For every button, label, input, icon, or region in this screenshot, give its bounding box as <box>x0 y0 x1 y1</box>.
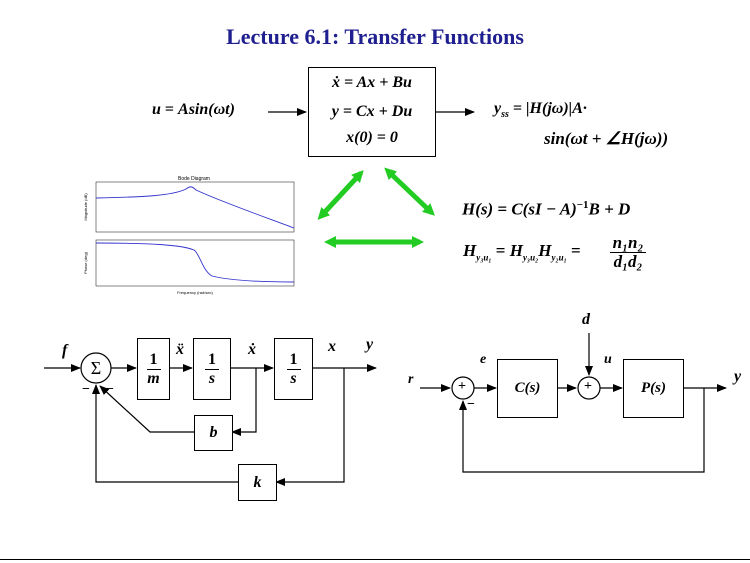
cascade-lhs: H <box>463 241 477 260</box>
spring-label: k <box>253 473 262 491</box>
input-signal-lhs: u <box>152 101 161 118</box>
output-signal-lhs: y <box>494 100 502 117</box>
sum-minus-2: − <box>106 382 114 397</box>
controller-label: C(s) <box>514 380 541 396</box>
integrator-2-num: 1 <box>286 351 301 370</box>
force-label: f <box>62 342 68 359</box>
x-label: x <box>328 338 336 355</box>
disturbance-plus-sign: + <box>584 379 592 394</box>
cascade-denominator: d₁d₂ <box>613 251 643 271</box>
spring-feedback-in <box>275 368 345 486</box>
state-eq-2: y = Cx + Du <box>331 103 413 120</box>
sigma-symbol: Σ <box>90 357 102 378</box>
green-arrow-right <box>384 167 435 216</box>
tf-line1-end: B + D <box>588 199 631 219</box>
input-signal-eq: = <box>160 101 179 118</box>
inverse-mass-den: m <box>147 369 160 387</box>
bode-phase-curve <box>95 242 295 283</box>
damper-block: b <box>194 415 233 451</box>
cascade-mid1: H <box>509 241 523 260</box>
integrator-block-2: 1 s <box>274 338 313 400</box>
bode-diagram: Bode Diagram Magnitude (dB) Phase (deg) … <box>82 172 302 298</box>
output-signal-sub: ss <box>501 109 509 121</box>
state-eq-1: ẋ = Ax + Bu <box>332 74 412 91</box>
tf-inverse-sup: −1 <box>576 199 589 211</box>
bode-mag-ylabel: Magnitude (dB) <box>83 193 88 221</box>
cascade-formula: Hy₃u₁ = Hy₃u₂Hy₂u₁ = <box>463 241 581 263</box>
cascade-numerator: n₁n₂ <box>609 233 647 253</box>
inverse-mass-block: 1 m <box>137 338 170 400</box>
output-signal-rhs: = |H(jω)|A· <box>508 100 587 117</box>
slide-title: Lecture 6.1: Transfer Functions <box>226 24 524 49</box>
bode-phase-frame <box>95 239 295 287</box>
error-plus-sign: + <box>458 379 466 394</box>
damper-label: b <box>209 424 218 441</box>
damper-feedback-out <box>99 385 194 433</box>
bode-title: Bode Diagram <box>178 176 210 182</box>
transfer-function-formula: H(s) = C(sI − A)−1B + D <box>462 199 630 220</box>
output-signal-line1: yss = |H(jω)|A· <box>494 100 587 120</box>
cascade-fraction: n₁n₂ d₁d₂ <box>606 232 650 272</box>
xddot-label: ẍ <box>176 341 184 358</box>
unity-feedback-path <box>459 388 705 473</box>
plant-label: P(s) <box>641 380 666 396</box>
slide-bottom-rule <box>0 559 750 560</box>
damper-feedback-in <box>231 368 257 436</box>
input-signal-rhs: Asin(ωt) <box>178 101 235 118</box>
xdot-label: ẋ <box>248 341 256 358</box>
control-label: u <box>604 352 612 367</box>
bode-plot: Bode Diagram Magnitude (dB) Phase (deg) … <box>83 176 295 295</box>
bode-magnitude-curve <box>95 186 295 229</box>
input-signal: u = Asin(ωt) <box>152 101 235 119</box>
green-arrow-left <box>317 170 364 220</box>
disturbance-label: d <box>582 311 590 328</box>
tf-line1: H(s) = C(sI − A) <box>462 199 577 219</box>
bode-phase-ylabel: Phase (deg) <box>83 251 88 273</box>
spring-block: k <box>238 464 277 501</box>
integrator-2-den: s <box>290 369 297 387</box>
error-label: e <box>480 352 487 367</box>
output-signal-line2: sin(ωt + ∠H(jω)) <box>544 129 669 148</box>
cascade-mid1-sub: y₃u₂ <box>522 252 539 263</box>
cascade-mid2: H <box>538 241 552 260</box>
bode-xlabel: Frequency (rad/sec) <box>177 290 213 295</box>
cascade-mid2-sub: y₂u₁ <box>551 252 567 263</box>
state-space-block: ẋ = Ax + Bu y = Cx + Du x(0) = 0 <box>308 67 436 157</box>
controller-block: C(s) <box>497 359 558 418</box>
integrator-1-den: s <box>208 369 216 387</box>
integrator-block-1: 1 s <box>193 338 231 400</box>
plant-block: P(s) <box>623 359 684 418</box>
mass-output-label: y <box>366 336 374 353</box>
inverse-mass-num: 1 <box>146 351 161 370</box>
cascade-lhs-sub: y₃u₁ <box>476 252 492 263</box>
state-eq-3: x(0) = 0 <box>346 129 398 146</box>
sum-minus-1: − <box>82 382 90 397</box>
bode-magnitude-frame <box>95 181 295 233</box>
spring-feedback-out <box>92 384 238 483</box>
integrator-1-num: 1 <box>205 351 219 370</box>
reference-label: r <box>408 372 414 387</box>
error-minus-sign: − <box>467 397 475 412</box>
loop-output-label: y <box>734 368 742 385</box>
